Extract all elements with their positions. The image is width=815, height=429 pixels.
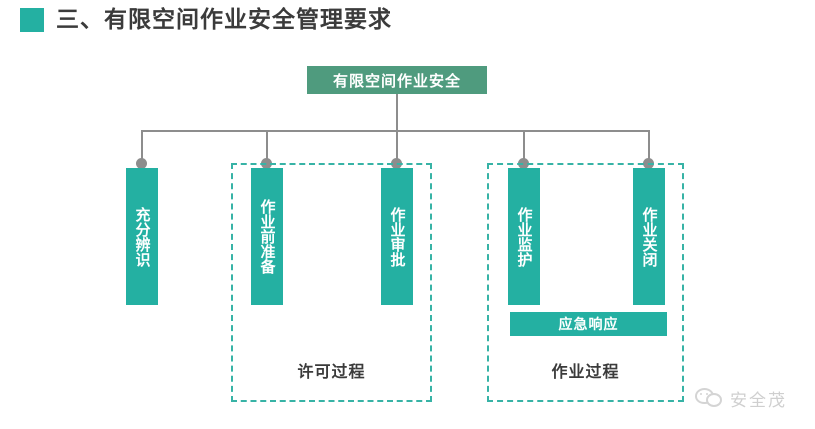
bullet-square-icon — [20, 8, 44, 32]
node-2-label: 作业前准备 — [258, 199, 277, 274]
group-operation-label: 作业过程 — [551, 362, 620, 381]
connector-horizontal-bus — [141, 130, 649, 132]
connector-drop-5 — [648, 130, 650, 163]
connector-dot-1 — [136, 158, 147, 169]
slide-header: 三、有限空间作业安全管理要求 — [0, 0, 815, 44]
watermark-text: 安全茂 — [730, 390, 787, 411]
node-3[interactable]: 作业审批 — [381, 168, 413, 305]
node-root-label: 有限空间作业安全 — [332, 71, 461, 90]
node-root[interactable]: 有限空间作业安全 — [307, 66, 487, 94]
node-2[interactable]: 作业前准备 — [251, 168, 283, 305]
group-permit-label: 许可过程 — [297, 362, 366, 381]
connector-drop-3 — [396, 130, 398, 163]
node-4[interactable]: 作业监护 — [508, 168, 540, 305]
node-emergency-response[interactable]: 应急响应 — [510, 312, 667, 336]
watermark: 安全茂 — [695, 382, 807, 414]
node-1-label: 充分辨识 — [133, 206, 152, 267]
wechat-logo-icon — [695, 386, 725, 410]
group-operation — [487, 163, 684, 402]
node-5[interactable]: 作业关闭 — [633, 168, 665, 305]
connector-root-stem — [396, 94, 398, 130]
node-5-label: 作业关闭 — [640, 206, 659, 267]
group-permit — [231, 163, 432, 402]
node-emergency-response-label: 应急响应 — [558, 317, 619, 333]
node-3-label: 作业审批 — [388, 206, 407, 267]
page-title: 三、有限空间作业安全管理要求 — [56, 7, 392, 33]
connector-drop-1 — [141, 130, 143, 163]
node-1[interactable]: 充分辨识 — [126, 168, 158, 305]
connector-drop-2 — [266, 130, 268, 163]
connector-drop-4 — [523, 130, 525, 163]
node-4-label: 作业监护 — [515, 206, 534, 267]
